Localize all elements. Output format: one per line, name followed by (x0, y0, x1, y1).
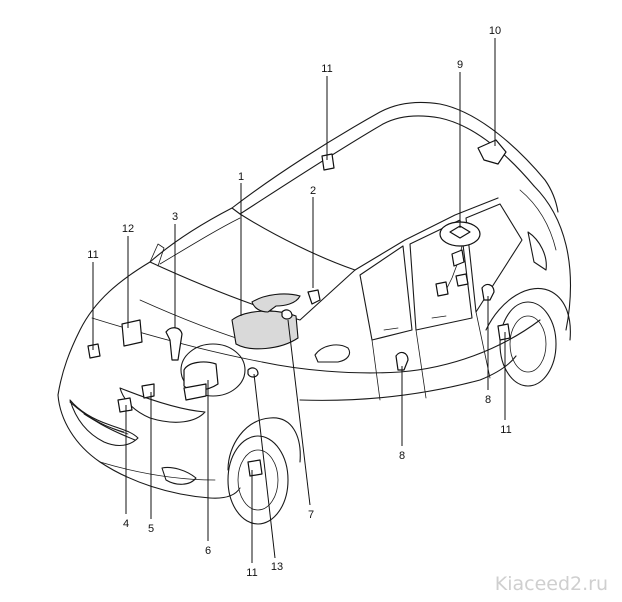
passenger-airbag-module (231, 310, 299, 350)
callout-10: 10 (489, 25, 501, 37)
callout-2: 2 (310, 185, 316, 197)
callout-9: 9 (457, 59, 463, 71)
watermark: Kiaceed2.ru (495, 573, 608, 595)
side-impact-sensor-rear (497, 323, 511, 341)
callout-8-rear: 8 (485, 394, 491, 406)
side-impact-sensor-front (247, 459, 263, 477)
anchor-9c (455, 273, 469, 287)
clock-spring (183, 383, 207, 401)
front-impact-sensor-left (87, 343, 101, 359)
door-pressure-sensor (395, 351, 409, 371)
airbag-7 (251, 293, 301, 313)
callout-11-roof: 11 (321, 63, 332, 75)
pretensioner-9-inner (449, 225, 471, 239)
sensor-11-roof (321, 153, 335, 171)
curtain-airbag-10 (477, 139, 507, 165)
callout-4: 4 (123, 518, 129, 530)
callout-13: 13 (271, 561, 283, 573)
connector-2 (307, 289, 321, 305)
connector-4 (117, 397, 133, 413)
callout-12: 12 (122, 223, 134, 235)
anchor-9a (451, 249, 465, 267)
car-body-outline (57, 101, 572, 525)
sensor-3 (165, 327, 183, 361)
callout-3: 3 (172, 211, 178, 223)
callout-1: 1 (238, 171, 244, 183)
callout-6: 6 (205, 545, 211, 557)
rear-pressure-sensor (481, 283, 495, 301)
callout-5: 5 (148, 523, 154, 535)
callout-11-wheel: 11 (246, 567, 257, 579)
leader-lines (92, 38, 506, 563)
steering-wheel (180, 343, 246, 397)
connector-5 (141, 383, 155, 399)
airbag-7-tab (281, 309, 293, 320)
srs-control-module (121, 319, 143, 347)
anchor-9b (435, 281, 449, 297)
components (87, 139, 511, 477)
callout-11-rear: 11 (500, 424, 511, 436)
callout-8-door: 8 (399, 450, 405, 462)
callout-7: 7 (308, 509, 314, 521)
callout-numbers: 1 2 3 4 5 6 7 8 8 9 10 11 11 11 11 12 13 (87, 25, 511, 579)
callout-11-front: 11 (87, 249, 98, 261)
sensor-13 (247, 367, 259, 378)
